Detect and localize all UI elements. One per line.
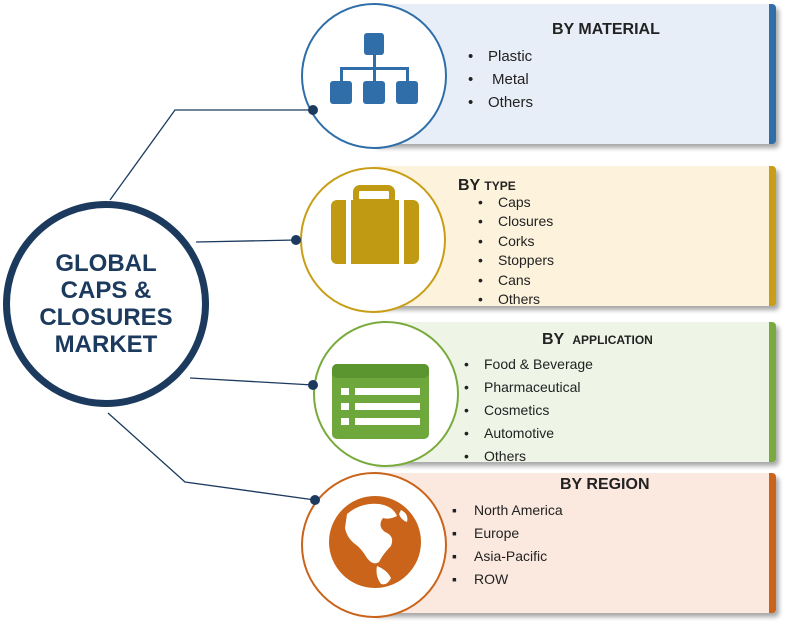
list-item: Plastic <box>466 45 533 68</box>
list-item: Pharmaceutical <box>462 376 593 399</box>
region-icon-disc <box>301 472 447 618</box>
list-item: Others <box>476 290 554 310</box>
connector-line-material <box>109 109 313 201</box>
list-item: Others <box>466 91 533 114</box>
connector-dot-region <box>310 495 320 505</box>
connector-line-application <box>189 377 314 386</box>
list-item: Closures <box>476 212 554 232</box>
list-item: Caps <box>476 193 554 213</box>
segment-title-type: BY TYPE <box>458 177 516 195</box>
list-item: North America <box>452 499 563 522</box>
list-item: Cans <box>476 271 554 291</box>
segment-title-region: BY REGION <box>560 476 650 494</box>
material-icon-disc <box>301 3 447 149</box>
segment-list-application: Food & Beverage Pharmaceutical Cosmetics… <box>462 353 593 468</box>
type-icon-disc <box>300 167 446 313</box>
segment-title-material: BY MATERIAL <box>552 21 660 39</box>
list-form-icon <box>332 364 429 439</box>
hub-title-line-1: GLOBAL <box>55 250 157 277</box>
segment-title-material-text: BY MATERIAL <box>552 21 660 38</box>
segment-list-material: Plastic Metal Others <box>466 45 533 114</box>
list-item: Cosmetics <box>462 399 593 422</box>
segment-title-application-suffix: APPLICATION <box>572 333 653 347</box>
segment-title-application: BY APPLICATION <box>542 331 653 349</box>
list-item: Metal <box>466 68 533 91</box>
application-icon-disc <box>313 321 459 467</box>
connector-dot-material <box>308 105 318 115</box>
connector-line-type <box>195 239 297 243</box>
segment-title-application-prefix: BY <box>542 331 564 348</box>
list-item: Food & Beverage <box>462 353 593 376</box>
segment-title-type-prefix: BY <box>458 177 480 194</box>
hub-title-line-3: CLOSURES <box>39 304 173 331</box>
list-item: ROW <box>452 568 563 591</box>
list-item: Asia-Pacific <box>452 545 563 568</box>
connector-line-region <box>107 412 316 501</box>
list-item: Europe <box>452 522 563 545</box>
segment-title-region-text: BY REGION <box>560 476 650 493</box>
connector-dot-type <box>291 235 301 245</box>
globe-icon <box>329 496 421 588</box>
list-item: Corks <box>476 232 554 252</box>
hierarchy-icon <box>330 33 418 104</box>
segment-list-type: Caps Closures Corks Stoppers Cans Others <box>476 193 554 310</box>
list-item: Others <box>462 445 593 468</box>
hub-title-line-2: CAPS & <box>60 277 152 304</box>
segment-title-type-suffix: TYPE <box>484 179 516 193</box>
hub-title-line-4: MARKET <box>54 331 158 358</box>
connector-dot-application <box>308 380 318 390</box>
list-item: Automotive <box>462 422 593 445</box>
briefcase-icon <box>331 185 419 264</box>
market-hub-circle: GLOBAL CAPS & CLOSURES MARKET <box>3 201 209 407</box>
segment-list-region: North America Europe Asia-Pacific ROW <box>452 499 563 591</box>
list-item: Stoppers <box>476 251 554 271</box>
